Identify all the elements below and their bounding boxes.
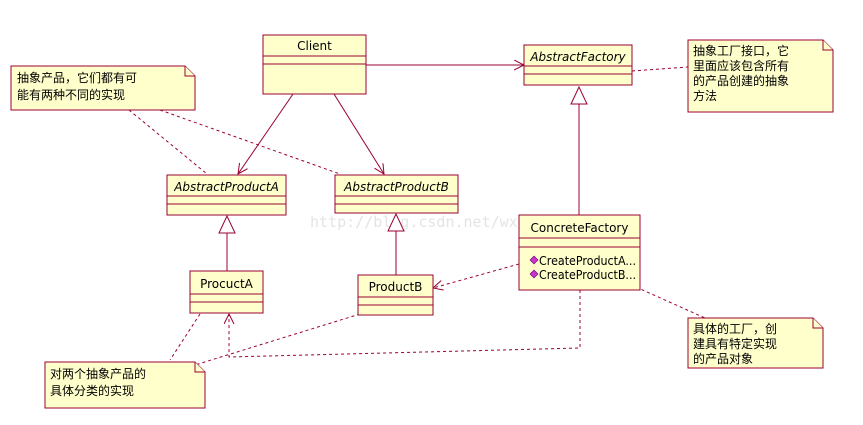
note-line: 具体分类的实现 — [50, 383, 134, 398]
note-anchor-concreteproducts-b — [194, 313, 361, 366]
note-concrete-factory[interactable]: 具体的工厂，创 建具有特定实现 的产品对象 — [687, 317, 824, 369]
class-name-abstractproducta: AbstractProductA — [173, 180, 279, 194]
note-line: 建具有特定实现 — [693, 336, 777, 351]
note-line: 里面应该包含所有 — [693, 58, 789, 73]
class-name-productb: ProductB — [369, 280, 423, 294]
generalization-triangle-abstractproducta — [218, 214, 236, 234]
class-name-concretefactory: ConcreteFactory — [531, 221, 629, 235]
note-line: 方法 — [693, 88, 717, 103]
note-abstract-products[interactable]: 抽象产品，它们都有可 能有两种不同的实现 — [10, 65, 196, 111]
operation-icon — [529, 269, 539, 279]
association-client-to-abstractproducta — [238, 93, 294, 174]
class-abstractproductb[interactable]: AbstractProductB — [334, 174, 459, 214]
note-anchor-abstractproducts-a — [128, 109, 208, 175]
note-line: 能有两种不同的实现 — [17, 87, 125, 102]
class-name-abstractfactory: AbstractFactory — [529, 50, 626, 64]
operation-create-product-a: CreateProductA... — [539, 254, 636, 268]
connectors — [128, 65, 706, 366]
dependency-concretefactory-to-productb — [433, 263, 520, 288]
class-client[interactable]: Client — [262, 34, 367, 95]
class-producta[interactable]: ProcuctA — [189, 270, 264, 314]
note-line: 的产品对象 — [693, 351, 753, 366]
note-line: 的产品创建的抽象 — [693, 73, 789, 88]
generalization-triangle-abstractproductb — [387, 212, 405, 232]
generalization-triangle-abstractfactory — [570, 85, 588, 105]
note-line: 抽象产品，它们都有可 — [17, 70, 137, 85]
note-anchor-abstractproducts-b — [159, 109, 341, 175]
class-abstractproducta[interactable]: AbstractProductA — [166, 174, 287, 216]
class-productb[interactable]: ProductB — [357, 274, 434, 316]
note-anchor-concreteproducts-a — [169, 313, 201, 361]
note-line: 对两个抽象产品的 — [50, 366, 146, 381]
class-name-abstractproductb: AbstractProductB — [343, 180, 449, 194]
note-abstract-factory[interactable]: 抽象工厂接口，它 里面应该包含所有 的产品创建的抽象 方法 — [687, 39, 834, 113]
note-line: 具体的工厂，创 — [693, 321, 777, 336]
association-client-to-abstractproductb — [333, 93, 384, 174]
note-concrete-products[interactable]: 对两个抽象产品的 具体分类的实现 — [44, 361, 206, 409]
class-concretefactory[interactable]: ConcreteFactory CreateProductA... Create… — [518, 214, 641, 291]
note-line: 抽象工厂接口，它 — [693, 43, 789, 58]
class-name-producta: ProcuctA — [200, 277, 254, 291]
class-name-client: Client — [297, 39, 332, 53]
operation-create-product-b: CreateProductB... — [539, 268, 636, 282]
operation-icon — [529, 255, 539, 265]
class-abstractfactory[interactable]: AbstractFactory — [523, 44, 633, 86]
watermark: http://blog.csdn.net/wxs92 — [310, 213, 545, 231]
note-anchor-abstractfactory — [631, 66, 689, 72]
note-anchor-concretefactory — [635, 286, 706, 319]
